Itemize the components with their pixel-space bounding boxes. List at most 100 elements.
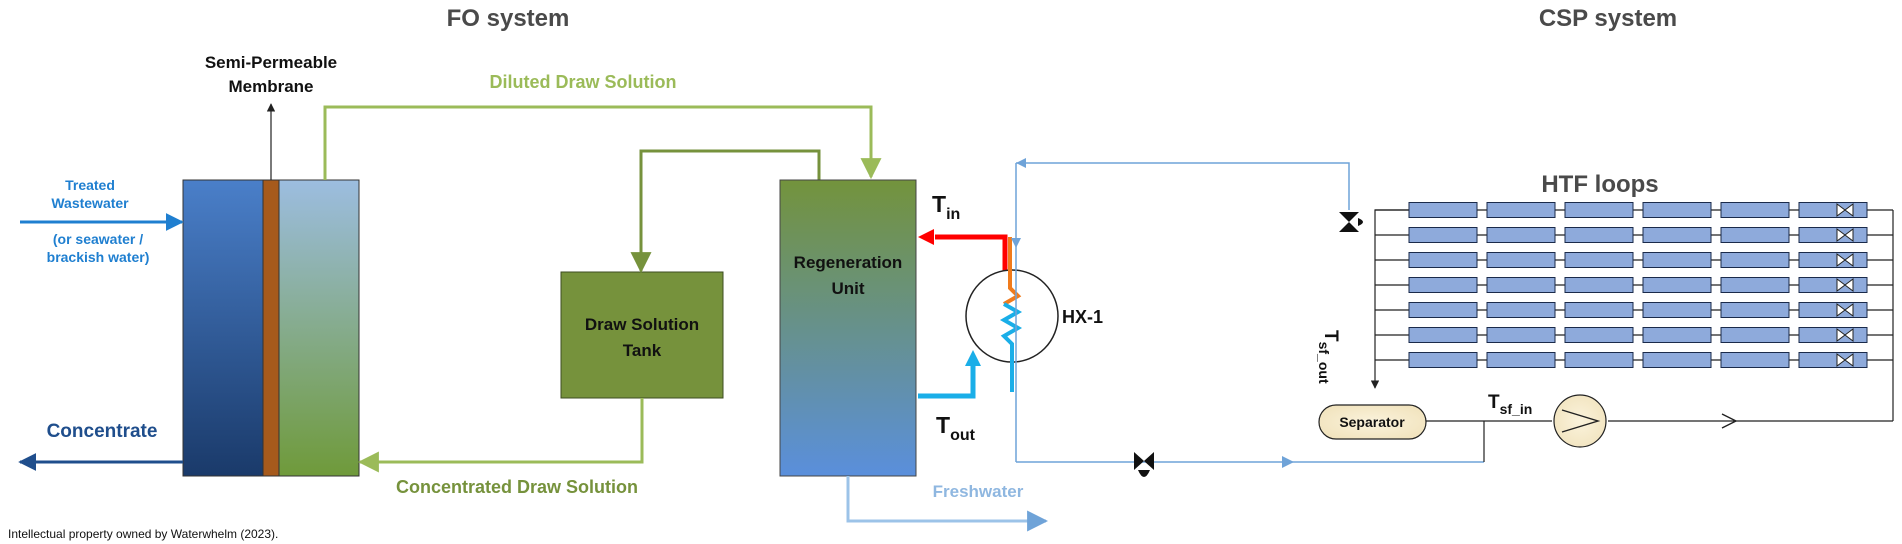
cold-return-arrowhead (965, 350, 981, 366)
feed-side-chamber (182, 179, 264, 477)
solar-collector (1720, 302, 1790, 318)
loop-valve-icon (1836, 303, 1854, 317)
solar-collector (1642, 277, 1712, 293)
feed-label-line2: Wastewater (51, 195, 129, 211)
t-out-label: Tout (936, 412, 976, 444)
loop-valve-icon (1836, 328, 1854, 342)
t-in-label: Tin (932, 191, 960, 223)
regen-to-tank-line (630, 149, 821, 274)
hot-supply-arrowhead (918, 229, 934, 245)
bottom-valve-icon (1134, 452, 1154, 477)
solar-collector (1564, 202, 1634, 218)
htf-loops-group (1375, 202, 1893, 368)
separator (1318, 404, 1427, 440)
solar-collector (1720, 327, 1790, 343)
solar-collector (1486, 302, 1556, 318)
solar-collector (1798, 302, 1868, 318)
solar-collector (1408, 302, 1478, 318)
htf-down-arrowhead (1011, 238, 1021, 248)
solar-collector (1486, 327, 1556, 343)
htf-return-line (1016, 162, 1350, 210)
solar-collector (1720, 352, 1790, 368)
solar-collector (1486, 252, 1556, 268)
solar-collector (1642, 227, 1712, 243)
csp-system-title: CSP system (1539, 5, 1677, 32)
fo-system-title: FO system (447, 5, 570, 32)
solar-collector (1642, 302, 1712, 318)
solar-collector (1798, 252, 1868, 268)
regen-label-line1: Regeneration (794, 253, 903, 272)
draw-side-chamber (278, 179, 360, 477)
solar-collector (1486, 277, 1556, 293)
solar-collector (1564, 352, 1634, 368)
feed-label-line4: brackish water) (47, 249, 150, 265)
t-in-main: T (932, 191, 946, 217)
loop-valve-icon (1836, 353, 1854, 367)
hx-1-label: HX-1 (1062, 307, 1103, 327)
solar-collector (1798, 227, 1868, 243)
solar-collector (1408, 227, 1478, 243)
solar-collector (1798, 352, 1868, 368)
solar-collector (1408, 252, 1478, 268)
cold-return-line (918, 365, 976, 399)
solar-collector (1720, 202, 1790, 218)
tank-label-line1: Draw Solution (585, 315, 699, 334)
solar-collector (1408, 352, 1478, 368)
tsf-in-label: Tsf_in (1488, 392, 1532, 417)
tsf-out-main: T (1320, 330, 1341, 342)
tsf-in-main: T (1488, 392, 1500, 413)
solar-collector (1486, 202, 1556, 218)
solar-collector (1564, 252, 1634, 268)
draw-solution-tank (560, 271, 724, 399)
footer-copyright: Intellectual property owned by Waterwhel… (8, 527, 278, 541)
diluted-draw-label: Diluted Draw Solution (490, 72, 677, 92)
loop-valve-icon (1836, 278, 1854, 292)
semi-permeable-membrane (262, 179, 280, 477)
solar-collector (1486, 352, 1556, 368)
pump-outlet-arrowhead (1721, 413, 1738, 429)
separator-valve-icon (1339, 212, 1363, 232)
solar-collector (1564, 302, 1634, 318)
solar-collector (1564, 327, 1634, 343)
solar-collector (1720, 277, 1790, 293)
feed-label-line1: Treated (65, 177, 115, 193)
solar-collector (1642, 252, 1712, 268)
tsf-out-sub: sf_out (1316, 342, 1332, 384)
htf-loops-label: HTF loops (1541, 171, 1658, 198)
tsf-in-sub: sf_in (1500, 401, 1533, 417)
separator-label: Separator (1339, 414, 1405, 430)
tank-label-line2: Tank (623, 341, 662, 360)
solar-collector (1798, 327, 1868, 343)
solar-collector (1642, 202, 1712, 218)
solar-collector (1408, 277, 1478, 293)
diluted-draw-line (323, 105, 882, 180)
solar-collector (1408, 202, 1478, 218)
fo-membrane-module (182, 179, 360, 477)
solar-collector (1564, 277, 1634, 293)
solar-collector (1720, 227, 1790, 243)
hot-supply-line (935, 234, 1008, 284)
regen-label-line2: Unit (831, 279, 864, 298)
solar-collector (1642, 327, 1712, 343)
t-in-sub: in (946, 206, 960, 223)
concentrate-label: Concentrate (47, 421, 158, 442)
freshwater-label: Freshwater (933, 482, 1024, 501)
htf-pump-icon (1553, 394, 1607, 448)
htf-top-arrowhead (1016, 158, 1026, 168)
membrane-label-line1: Semi-Permeable (205, 53, 337, 72)
htf-bottom-arrowhead (1282, 456, 1294, 468)
feed-label-line3: (or seawater / (53, 231, 143, 247)
solar-collector (1564, 227, 1634, 243)
concentrated-draw-line (357, 398, 644, 473)
loop-valve-icon (1836, 228, 1854, 242)
solar-collector (1798, 202, 1868, 218)
regeneration-unit (779, 179, 917, 477)
t-out-main: T (936, 412, 950, 438)
concentrated-draw-label: Concentrated Draw Solution (396, 477, 638, 497)
solar-collector (1486, 227, 1556, 243)
solar-collector (1798, 277, 1868, 293)
solar-collector (1642, 352, 1712, 368)
tsf-out-label: Tsf_out (1316, 330, 1341, 384)
loop-valve-icon (1836, 203, 1854, 217)
